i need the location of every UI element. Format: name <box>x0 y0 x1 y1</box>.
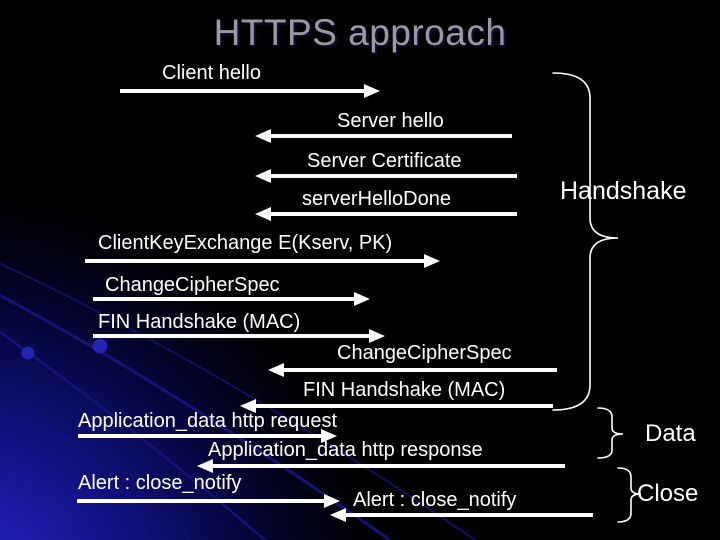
arrow-left-icon <box>240 399 553 413</box>
decorative-bead <box>92 338 108 354</box>
arrow-right-icon <box>85 254 440 268</box>
phase-label-handshake: Handshake <box>560 177 687 205</box>
arrow-left-icon <box>255 169 517 183</box>
message-label-server-hello: Server hello <box>337 110 444 132</box>
arrow-left-icon <box>255 129 512 143</box>
message-label-change-cipher-spec-client: ChangeCipherSpec <box>105 274 280 296</box>
decorative-arc <box>0 262 476 540</box>
message-label-fin-handshake-client: FIN Handshake (MAC) <box>98 311 301 333</box>
message-label-fin-handshake-server: FIN Handshake (MAC) <box>303 379 506 401</box>
message-label-server-certificate: Server Certificate <box>307 150 462 172</box>
decorative-bead <box>21 346 35 360</box>
arrow-left-icon <box>197 459 565 473</box>
arrow-right-icon <box>78 429 337 443</box>
message-label-alert-close-notify-server: Alert : close_notify <box>353 489 517 511</box>
arrow-right-icon <box>77 494 340 508</box>
message-label-client-hello: Client hello <box>162 62 261 84</box>
decorative-arc <box>0 376 191 540</box>
phase-label-close: Close <box>637 480 699 507</box>
message-label-app-data-http-response: Application_data http response <box>208 439 483 461</box>
data-brace-icon <box>597 407 624 459</box>
handshake-brace-icon <box>552 72 619 411</box>
message-label-app-data-http-request: Application_data http request <box>78 410 338 432</box>
phase-label-data: Data <box>645 420 696 447</box>
message-label-alert-close-notify-client: Alert : close_notify <box>78 472 242 494</box>
arrow-right-icon <box>93 329 385 343</box>
close-brace-icon <box>617 467 642 523</box>
message-label-change-cipher-spec-server: ChangeCipherSpec <box>337 342 512 364</box>
arrow-left-icon <box>255 207 517 221</box>
arrow-left-icon <box>330 508 593 522</box>
arrow-right-icon <box>120 84 380 98</box>
message-label-server-hello-done: serverHelloDone <box>302 188 451 210</box>
slide-title: HTTPS approach <box>213 12 507 53</box>
arrow-right-icon <box>93 292 370 306</box>
message-label-client-key-exchange: ClientKeyExchange E(Kserv, PK) <box>98 232 393 254</box>
arrow-left-icon <box>268 363 557 377</box>
